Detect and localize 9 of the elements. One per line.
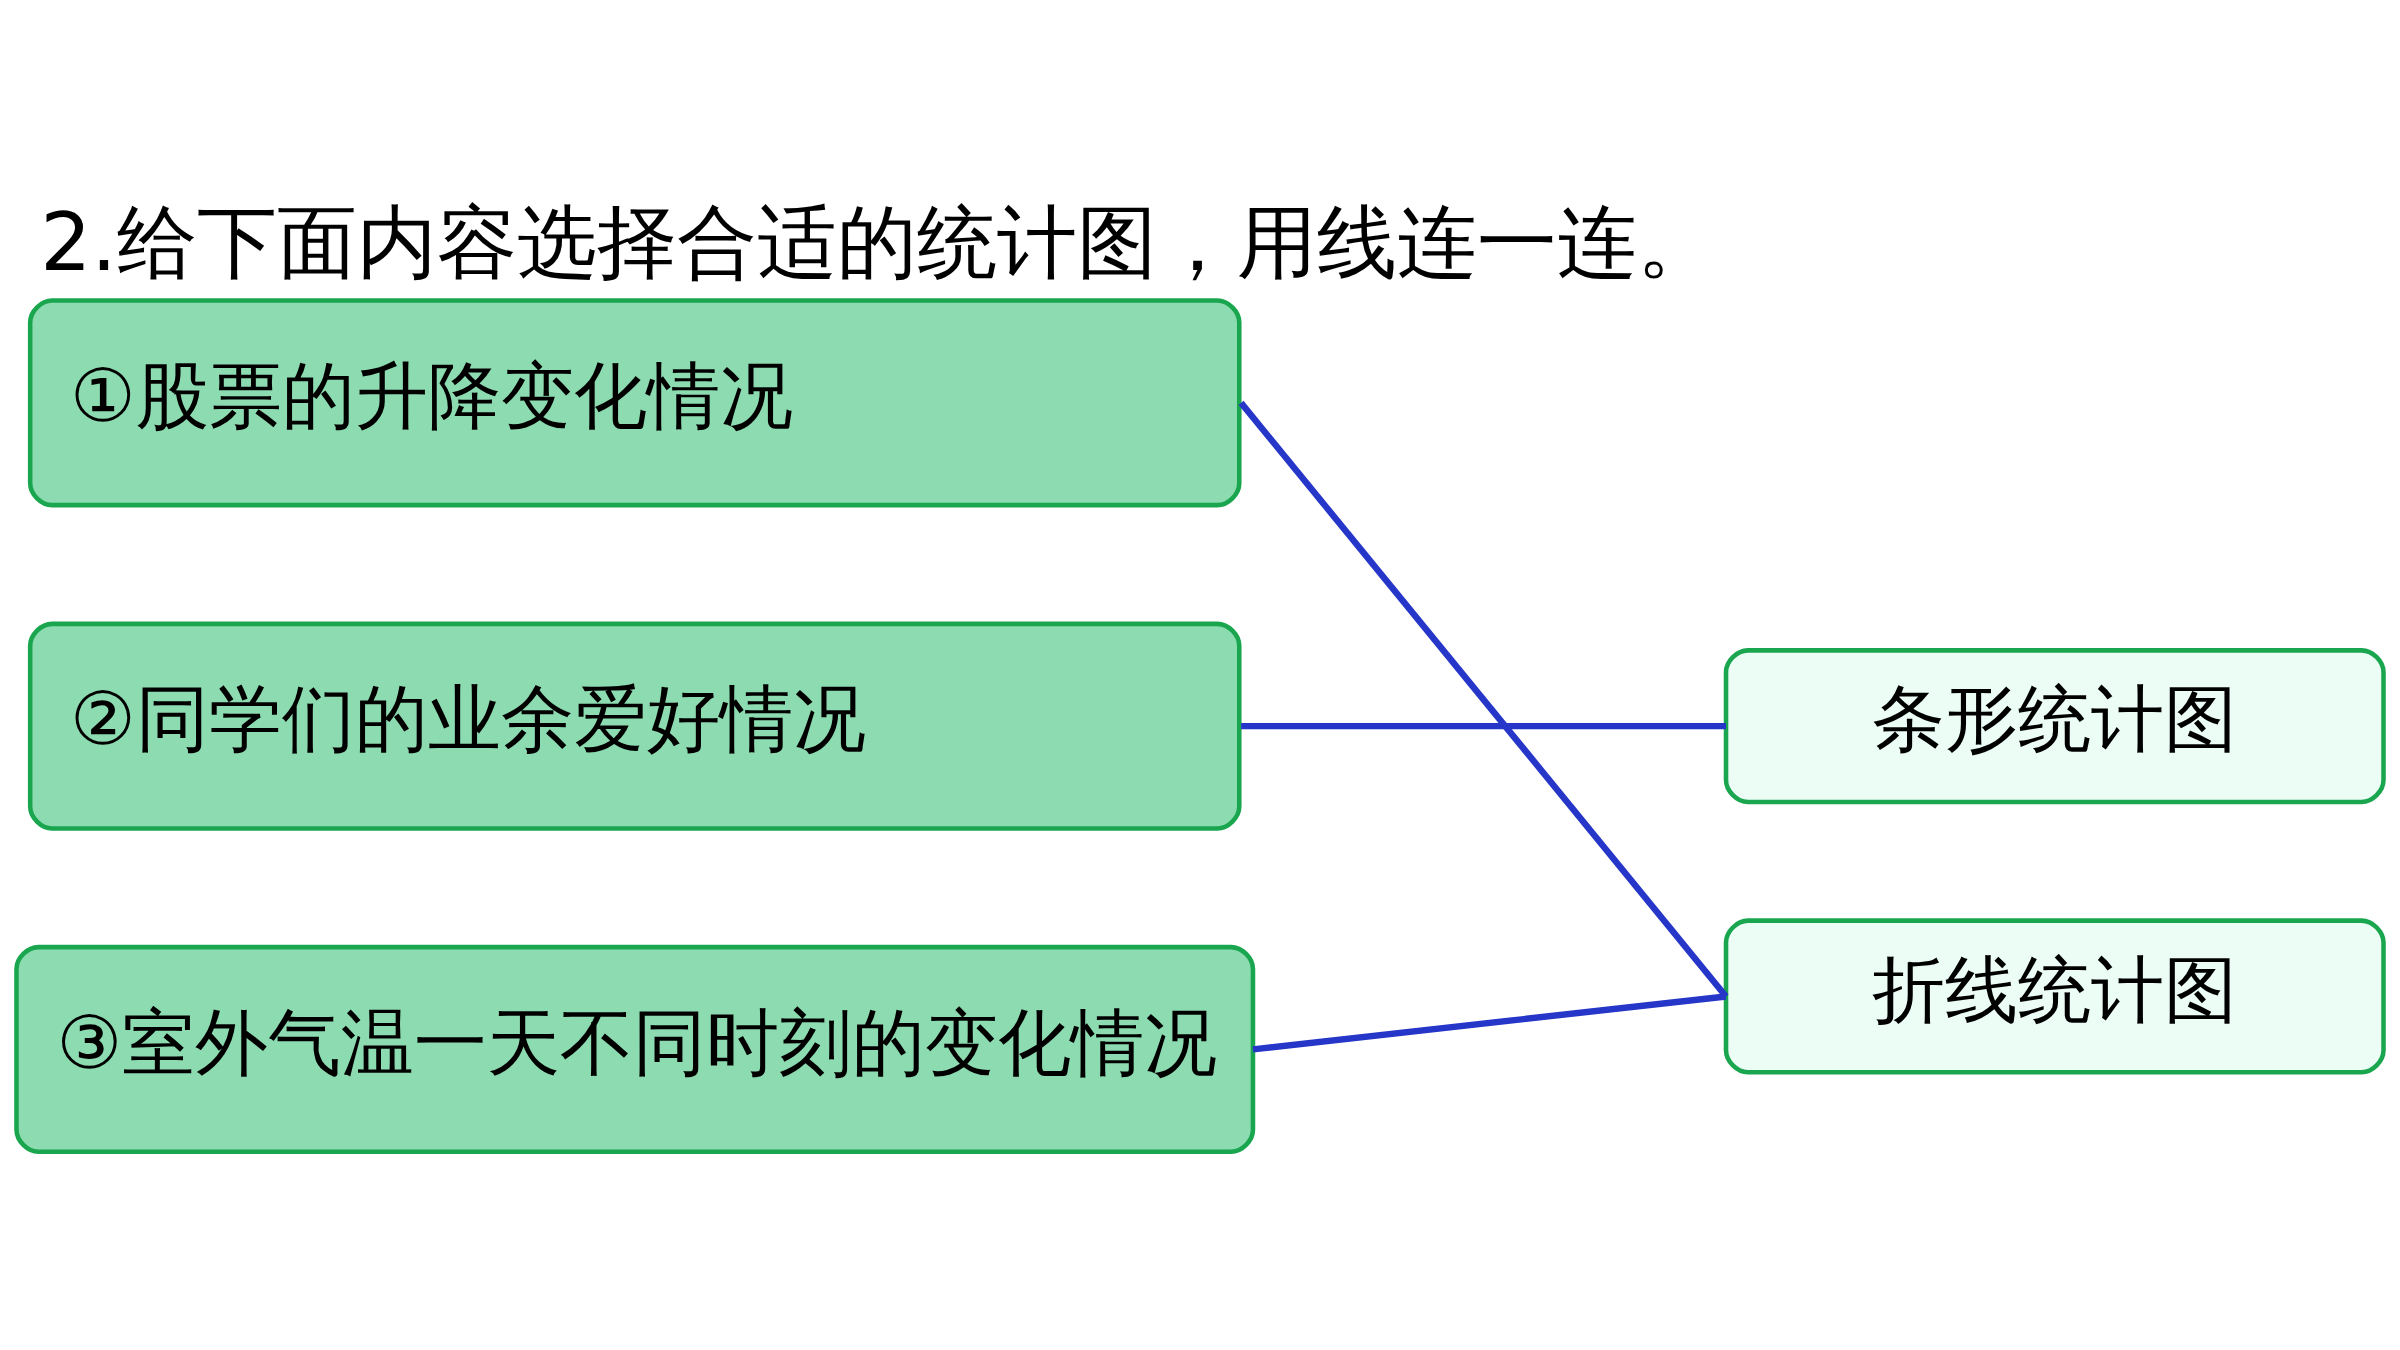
node-box: ②同学们的业余爱好情况 [27, 621, 1242, 831]
node-box: 条形统计图 [1723, 648, 2386, 805]
connector [1252, 993, 1727, 1053]
node-box: 折线统计图 [1723, 918, 2386, 1075]
node-box: ③室外气温一天不同时刻的变化情况 [14, 944, 1256, 1154]
connector [1241, 722, 1726, 730]
node-box: ①股票的升降变化情况 [27, 298, 1242, 508]
diagram-title: 2.给下面内容选择合适的统计图，用线连一连。 [40, 194, 1717, 289]
connector [1238, 400, 1729, 999]
